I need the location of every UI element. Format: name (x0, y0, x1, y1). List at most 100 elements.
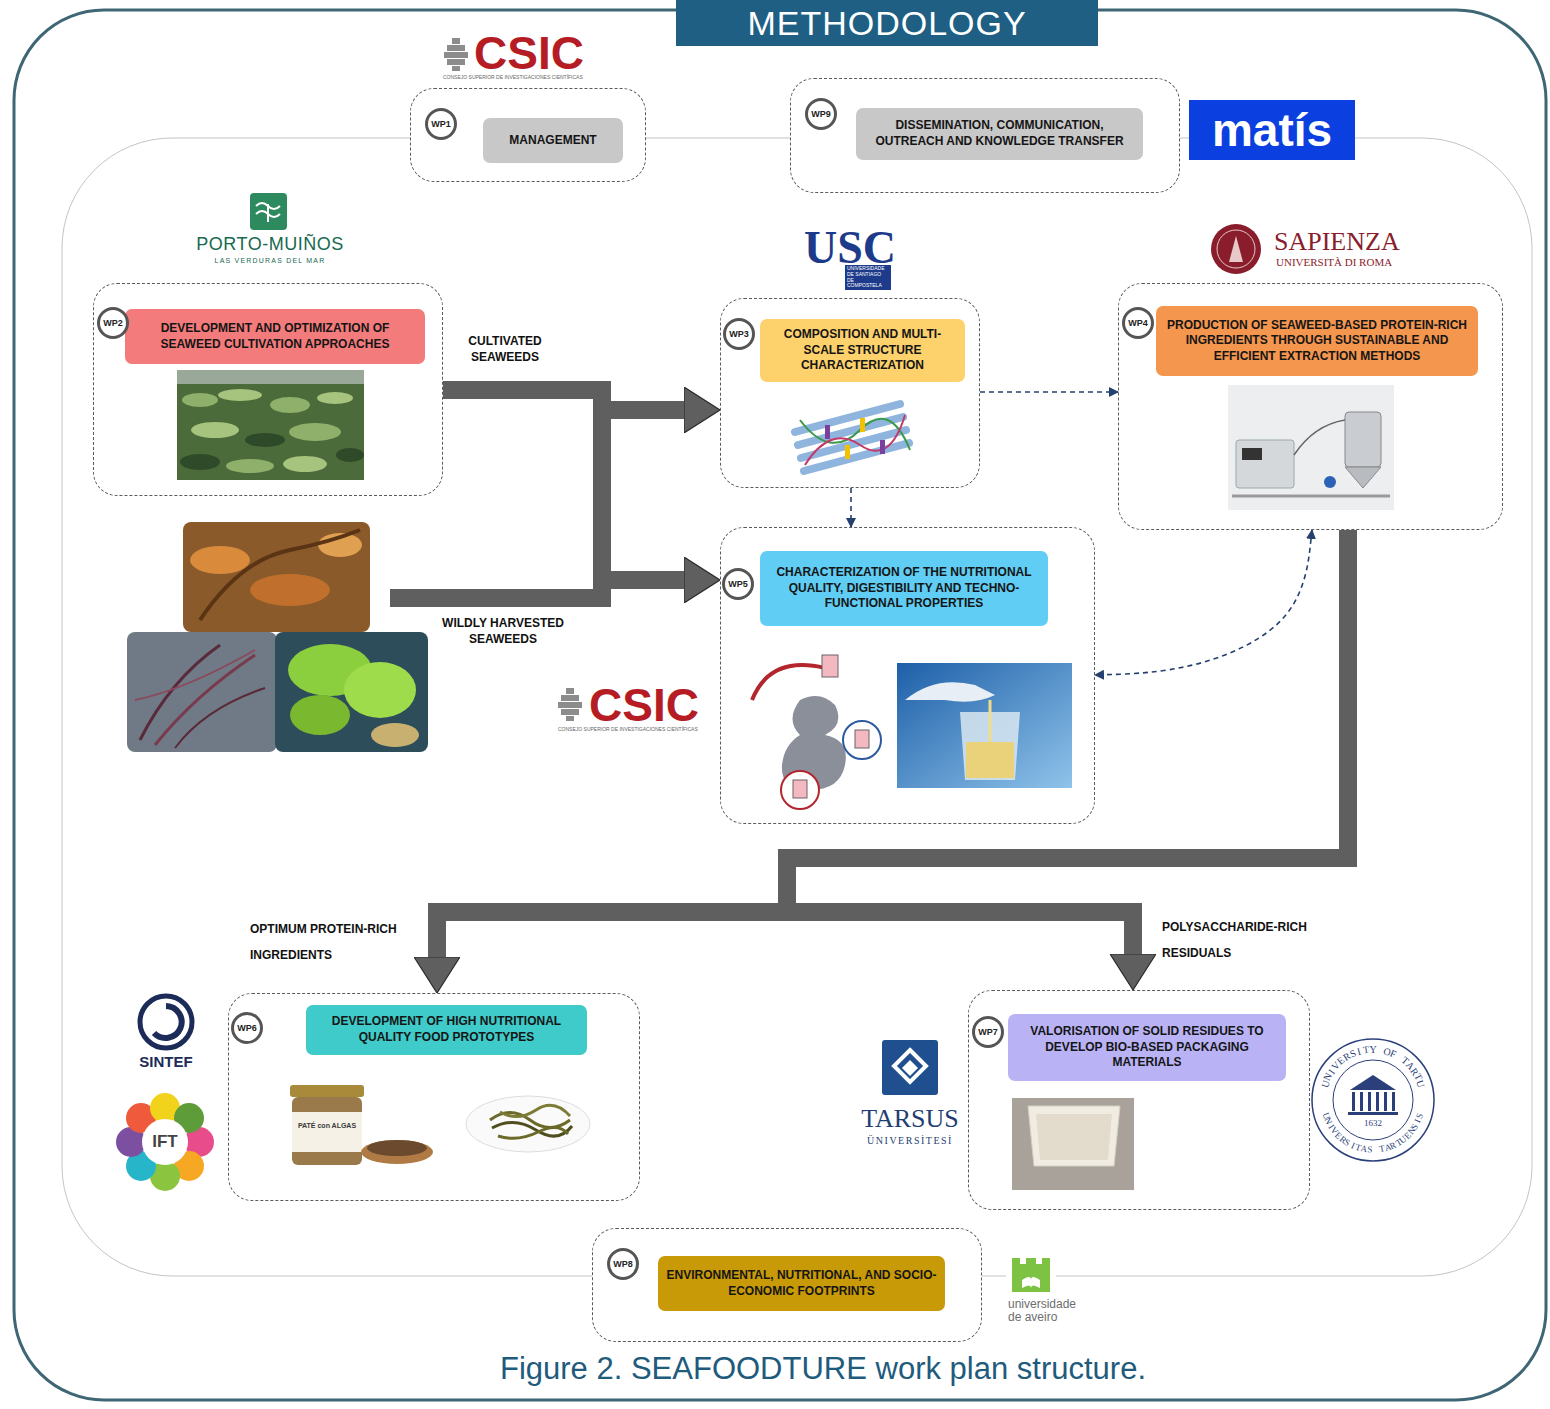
csic-emblem (444, 52, 468, 58)
wild-seaweed-photo (135, 650, 255, 700)
tartu-seal (1368, 1092, 1371, 1111)
seal-text: UNIVERSITAS TARTUENSIS (1313, 1040, 1433, 1160)
extraction-equipment-photo (1345, 412, 1381, 467)
csic-emblem (561, 709, 579, 715)
box-title: DISSEMINATION, COMMUNICATION, OUTREACH A… (864, 118, 1135, 149)
tartu-seal (1333, 1060, 1413, 1140)
structure-drawing (805, 415, 905, 465)
process-box: MANAGEMENT (483, 118, 623, 163)
tartu-seal (1376, 1092, 1379, 1111)
process-box: ENVIRONMENTAL, NUTRITIONAL, AND SOCIO-EC… (658, 1256, 945, 1311)
work-package: WP2DEVELOPMENT AND OPTIMIZATION OF SEAWE… (93, 283, 443, 496)
seal-letter: U (1414, 1079, 1426, 1089)
wp-badge: WP2 (97, 307, 129, 339)
logo-text: IFT (140, 1133, 190, 1150)
seal-letter: T (1362, 1045, 1369, 1056)
wild-seaweed-flow (390, 575, 602, 598)
wild-seaweed-photo (290, 695, 350, 735)
structure-drawing (845, 445, 850, 459)
extraction-equipment-photo (1242, 448, 1262, 460)
cultivation-photo (182, 393, 218, 407)
cultivation-photo (283, 456, 327, 472)
laboratory-photo (966, 742, 1014, 778)
digestion-drawing (793, 780, 807, 798)
packaging-photo (1012, 1098, 1134, 1190)
logo-subtext: CONSEJO SUPERIOR DE INVESTIGACIONES CIEN… (558, 727, 698, 733)
logo-subtext: CONSEJO SUPERIOR DE INVESTIGACIONES CIEN… (443, 75, 583, 81)
seaweed-dish-photo (466, 1096, 590, 1152)
sapienza-emblem (1211, 224, 1261, 274)
dashed-arrow (850, 488, 852, 527)
digestion-drawing (781, 771, 819, 809)
pate-jar-photo (292, 1097, 362, 1165)
process-box: CHARACTERIZATION OF THE NUTRITIONAL QUAL… (760, 551, 1048, 626)
wild-seaweed-photo (275, 632, 428, 752)
logo-subtext: ÜNIVERSİTESİ (855, 1135, 965, 1146)
seal-letter (1378, 1045, 1382, 1055)
tartu-seal (1312, 1039, 1434, 1161)
inner-frame (62, 138, 1532, 1276)
seal-letter (1375, 1145, 1378, 1154)
box-title: PRODUCTION OF SEAWEED-BASED PROTEIN-RICH… (1164, 318, 1470, 365)
box-title: VALORISATION OF SOLID RESIDUES TO DEVELO… (1016, 1024, 1278, 1071)
porto-muinos-emblem (250, 193, 287, 230)
porto-muinos-emblem (267, 204, 269, 222)
seaweed-dish-photo (498, 1127, 568, 1138)
cultivation-photo (226, 459, 274, 473)
flow-label: CULTIVATED SEAWEEDS (455, 334, 555, 365)
csic-emblem (452, 38, 460, 44)
sintef-emblem (140, 996, 192, 1048)
cultivation-photo (336, 448, 364, 462)
box-title: CHARACTERIZATION OF THE NUTRITIONAL QUAL… (768, 565, 1040, 612)
wild-seaweed-photo (190, 546, 250, 574)
cultivation-photo (191, 422, 239, 438)
box-title: DEVELOPMENT AND OPTIMIZATION OF SEAWEED … (133, 321, 417, 352)
wild-seaweed-photo (200, 530, 360, 620)
tartu-seal (1352, 1092, 1355, 1111)
aveiro-emblem (1006, 1250, 1056, 1296)
flow-label: POLYSACCHARIDE-RICH RESIDUALS (1162, 914, 1334, 967)
extraction-equipment-photo (1228, 385, 1394, 510)
cultivation-photo (180, 454, 220, 470)
extraction-equipment-photo (1345, 467, 1381, 488)
extraction-equipment-photo (1228, 385, 1394, 510)
sintef-emblem (140, 996, 192, 1048)
extraction-equipment-photo (1236, 440, 1294, 488)
wp-badge: WP9 (805, 98, 837, 130)
wild-seaweed-photo (127, 632, 277, 752)
digestion-drawing (752, 655, 881, 809)
structure-drawing (860, 418, 865, 432)
logo-text: TARSUS (855, 1106, 965, 1132)
wild-seaweed-photo (175, 688, 265, 748)
ift-emblem (116, 1093, 214, 1191)
seal-letter: A (1360, 1144, 1368, 1154)
digestion-drawing (843, 721, 881, 759)
logo-text: CSIC (589, 682, 699, 728)
logo-text: CSIC (474, 30, 584, 76)
structure-drawing (880, 440, 885, 454)
wild-seaweed-photo (140, 645, 220, 740)
wp-badge: WP3 (723, 318, 755, 350)
wild-seaweed-photo (344, 662, 416, 718)
aveiro-emblem (1006, 1250, 1056, 1296)
logo-subtext: UNIVERSIDADE DE SANTIAGO DE COMPOSTELA (845, 265, 891, 290)
cultivation-photo (317, 392, 353, 404)
work-package: WP8ENVIRONMENTAL, NUTRITIONAL, AND SOCIO… (592, 1228, 982, 1342)
wp-badge: WP1 (425, 108, 457, 140)
cultivation-photo (177, 370, 364, 480)
flow-label: WILDLY HARVESTED SEAWEEDS (430, 616, 576, 647)
tartu-seal (1348, 1112, 1398, 1115)
extraction-equipment-photo (1294, 420, 1345, 455)
logo-subtext: UNIVERSITÀ DI ROMA (1276, 256, 1392, 268)
aveiro-emblem (1012, 1258, 1050, 1292)
cultivation-photo (289, 423, 341, 441)
sapienza-emblem (1229, 236, 1243, 262)
work-package: WP9DISSEMINATION, COMMUNICATION, OUTREAC… (790, 78, 1180, 193)
wp-badge: WP6 (231, 1012, 263, 1044)
seaweed-dish-photo (466, 1096, 590, 1152)
packaging-photo (1012, 1098, 1134, 1190)
csic-emblem (561, 695, 579, 701)
box-title: ENVIRONMENTAL, NUTRITIONAL, AND SOCIO-EC… (666, 1268, 937, 1299)
seal-letter: Y (1369, 1045, 1376, 1055)
